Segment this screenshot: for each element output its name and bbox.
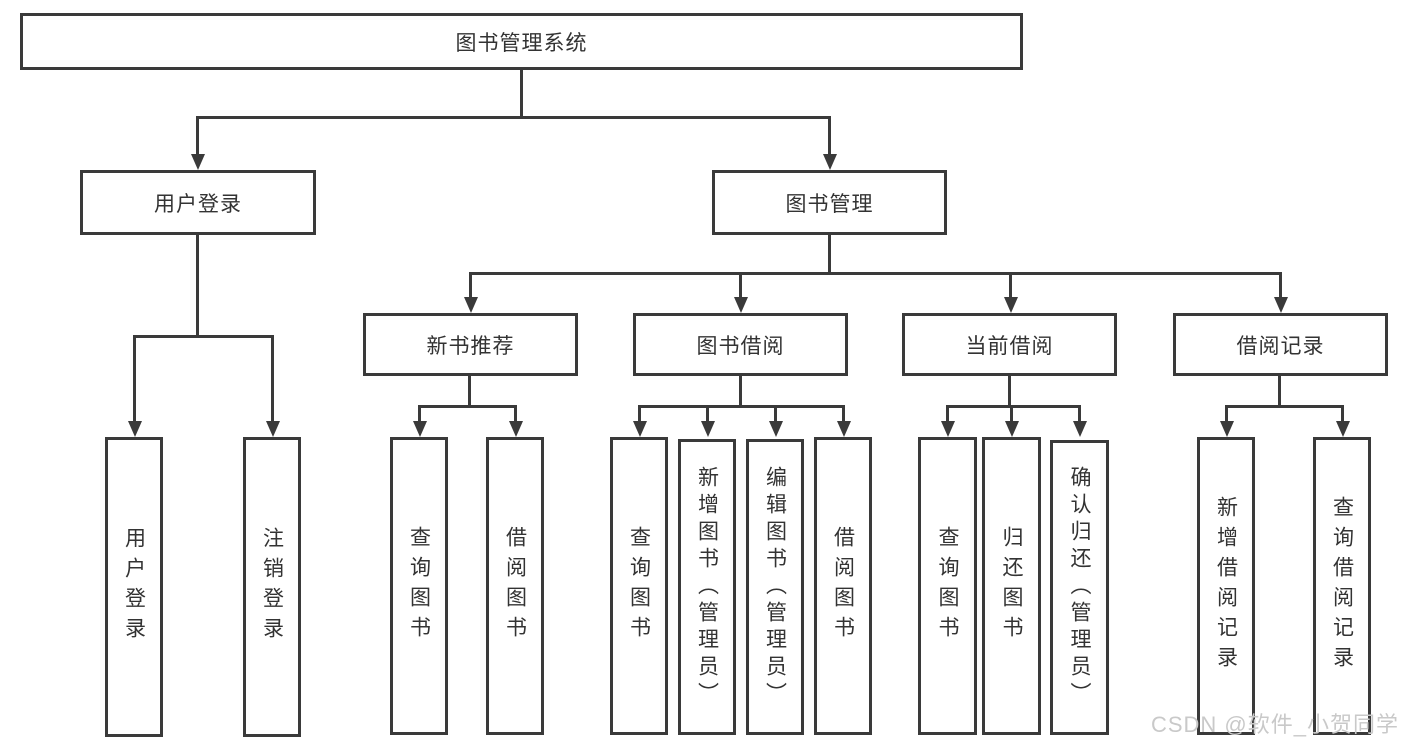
arrowhead-cb-child3 — [1073, 421, 1087, 437]
node-borrow-books-leaf-1: 借阅图书 — [486, 437, 544, 735]
connector-drop-book-borrow — [739, 272, 742, 299]
connector-drop-bb-child1 — [638, 405, 641, 423]
connector-drop-user-login — [196, 116, 199, 156]
node-query-books-leaf-1: 查询图书 — [390, 437, 448, 735]
node-label: 图书管理 — [785, 192, 874, 216]
arrowhead-bb-child4 — [837, 421, 851, 437]
connector-drop-current-borrow — [1009, 272, 1012, 299]
connector-new-books-stem — [468, 376, 471, 408]
arrowhead-new-books — [464, 297, 478, 313]
arrowhead-borrow-records — [1274, 297, 1288, 313]
node-label: 借阅记录 — [1236, 334, 1325, 358]
node-label: 编辑图书（管理员） — [763, 465, 787, 709]
node-book-management: 图书管理 — [712, 170, 947, 235]
connector-root-stem — [520, 70, 523, 119]
connector-book-borrow-stem — [739, 376, 742, 408]
connector-new-books-bus — [418, 405, 517, 408]
connector-drop-br-child1 — [1225, 405, 1228, 423]
node-label: 借阅图书 — [503, 526, 527, 646]
node-label: 新增图书（管理员） — [695, 465, 719, 709]
arrowhead-user-login — [191, 154, 205, 170]
arrowhead-cb-child2 — [1005, 421, 1019, 437]
node-current-borrowing: 当前借阅 — [902, 313, 1117, 376]
node-logout-leaf: 注销登录 — [243, 437, 301, 737]
node-label: 注销登录 — [260, 527, 284, 647]
connector-current-borrow-bus — [946, 405, 1081, 408]
node-root-library-management-system: 图书管理系统 — [20, 13, 1023, 70]
node-label: 查询图书 — [936, 526, 959, 646]
node-query-books-leaf-2: 查询图书 — [610, 437, 668, 735]
node-label: 用户登录 — [122, 527, 146, 647]
node-new-book-recommendation: 新书推荐 — [363, 313, 578, 376]
arrowhead-nb-child1 — [413, 421, 427, 437]
arrowhead-book-management — [823, 154, 837, 170]
connector-root-bus — [196, 116, 831, 119]
connector-borrow-records-bus — [1225, 405, 1343, 408]
connector-user-login-stem — [196, 235, 199, 338]
node-edit-books-admin-leaf: 编辑图书（管理员） — [746, 439, 804, 735]
node-label: 新增借阅记录 — [1214, 496, 1238, 676]
connector-drop-borrow-records — [1279, 272, 1282, 299]
connector-drop-book-management — [828, 116, 831, 156]
arrowhead-cb-child1 — [941, 421, 955, 437]
arrowhead-user-login-child2 — [266, 421, 280, 437]
node-label: 归还图书 — [1000, 526, 1023, 646]
arrowhead-br-child1 — [1220, 421, 1234, 437]
node-borrowing-records: 借阅记录 — [1173, 313, 1388, 376]
connector-drop-bb-child2 — [706, 405, 709, 423]
node-label: 借阅图书 — [831, 526, 855, 646]
node-query-books-leaf-3: 查询图书 — [918, 437, 977, 735]
connector-drop-new-books — [469, 272, 472, 299]
node-borrow-books-leaf-2: 借阅图书 — [814, 437, 872, 735]
connector-drop-nb-child1 — [418, 405, 421, 423]
arrowhead-br-child2 — [1336, 421, 1350, 437]
connector-drop-cb-child2 — [1010, 405, 1013, 423]
node-label: 新书推荐 — [426, 334, 515, 358]
arrowhead-bb-child2 — [701, 421, 715, 437]
node-label: 查询借阅记录 — [1330, 496, 1354, 676]
csdn-watermark: CSDN @软件_小贺同学 — [1150, 712, 1399, 737]
connector-borrow-records-stem — [1278, 376, 1281, 408]
node-user-login: 用户登录 — [80, 170, 316, 235]
connector-drop-bb-child4 — [842, 405, 845, 423]
connector-drop-nb-child2 — [514, 405, 517, 423]
node-label: 用户登录 — [154, 192, 242, 216]
node-query-borrow-record-leaf: 查询借阅记录 — [1313, 437, 1371, 735]
connector-drop-user-login-child1 — [133, 335, 136, 423]
node-label: 图书管理系统 — [455, 31, 588, 55]
arrowhead-current-borrow — [1004, 297, 1018, 313]
node-return-books-leaf: 归还图书 — [982, 437, 1041, 735]
connector-drop-bb-child3 — [774, 405, 777, 423]
arrowhead-nb-child2 — [509, 421, 523, 437]
connector-book-management-bus — [469, 272, 1282, 275]
connector-drop-user-login-child2 — [271, 335, 274, 423]
arrowhead-book-borrow — [734, 297, 748, 313]
node-label: 查询图书 — [627, 526, 651, 646]
node-label: 当前借阅 — [965, 334, 1054, 358]
node-user-login-leaf: 用户登录 — [105, 437, 163, 737]
connector-current-borrow-stem — [1008, 376, 1011, 408]
node-label: 图书借阅 — [696, 334, 785, 358]
connector-user-login-bus — [133, 335, 274, 338]
arrowhead-user-login-child1 — [128, 421, 142, 437]
arrowhead-bb-child3 — [769, 421, 783, 437]
connector-drop-br-child2 — [1341, 405, 1344, 423]
connector-book-management-stem — [828, 235, 831, 275]
node-label: 确认归还（管理员） — [1068, 466, 1091, 709]
node-book-borrowing: 图书借阅 — [633, 313, 848, 376]
node-confirm-return-admin-leaf: 确认归还（管理员） — [1050, 440, 1109, 735]
node-add-borrow-record-leaf: 新增借阅记录 — [1197, 437, 1255, 735]
node-label: 查询图书 — [407, 526, 431, 646]
connector-drop-cb-child3 — [1078, 405, 1081, 423]
connector-book-borrow-bus — [638, 405, 845, 408]
connector-drop-cb-child1 — [946, 405, 949, 423]
node-add-books-admin-leaf: 新增图书（管理员） — [678, 439, 736, 735]
arrowhead-bb-child1 — [633, 421, 647, 437]
